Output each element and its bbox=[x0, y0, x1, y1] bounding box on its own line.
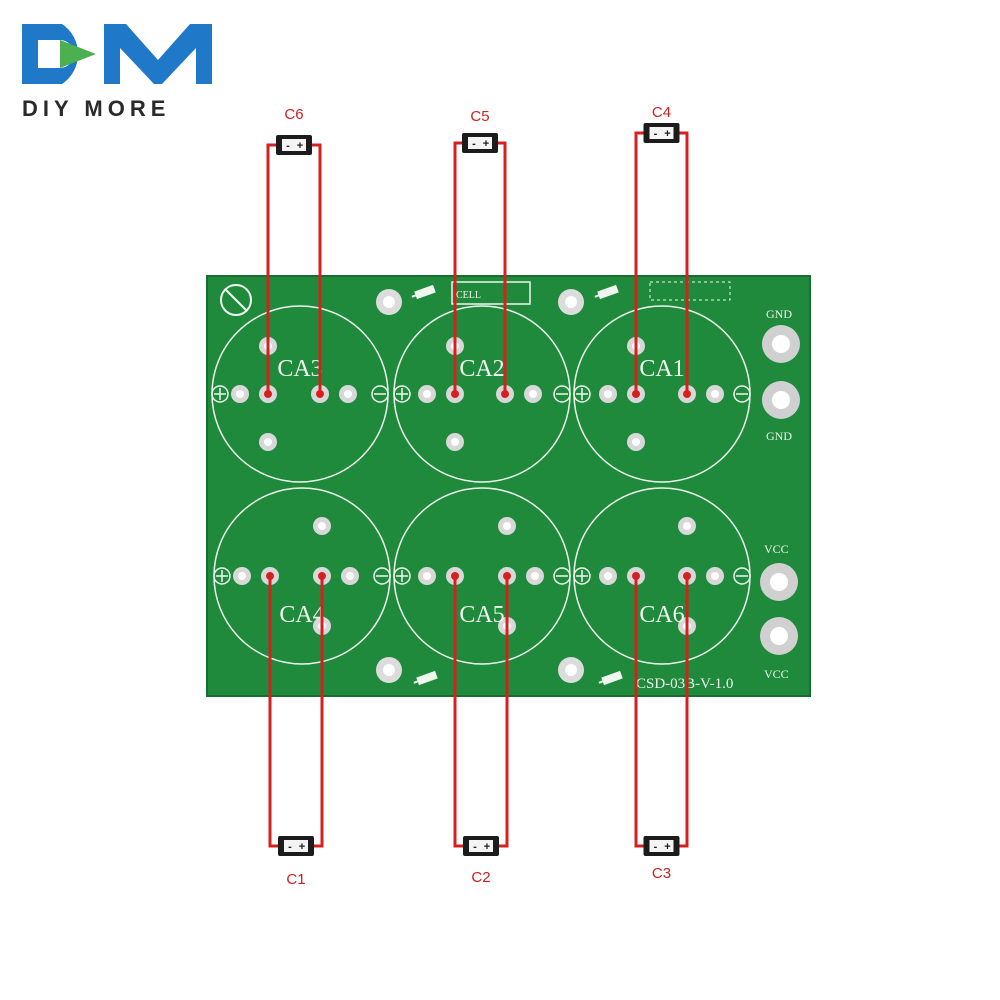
svg-text:+: + bbox=[664, 128, 670, 140]
svg-text:-: - bbox=[288, 841, 292, 853]
terminal-label-vcc-bottom: VCC bbox=[764, 667, 789, 681]
capacitor-label-ca5: CA5 bbox=[459, 602, 504, 628]
screw-icon-1 bbox=[411, 284, 436, 300]
capacitor-label-ca2: CA2 bbox=[459, 356, 504, 382]
terminal-pad-vcc-2 bbox=[760, 617, 798, 655]
capacitor-label-ca4: CA4 bbox=[279, 602, 324, 628]
terminal-pad-gnd-2 bbox=[762, 381, 800, 419]
capacitor-label-ca3: CA3 bbox=[277, 356, 322, 382]
svg-text:+: + bbox=[483, 138, 489, 150]
brand-name: DIY MORE bbox=[22, 96, 170, 121]
mounting-hole-4 bbox=[558, 657, 584, 683]
component-label-c3: C3 bbox=[652, 865, 671, 882]
brand-logo: DIY MORE bbox=[22, 24, 212, 121]
capacitor-label-ca1: CA1 bbox=[639, 356, 684, 382]
component-label-c6: C6 bbox=[284, 106, 303, 123]
svg-text:-: - bbox=[654, 128, 658, 140]
svg-text:+: + bbox=[484, 841, 490, 853]
capacitor-label-ca6: CA6 bbox=[639, 602, 684, 628]
terminal-pad-gnd-1 bbox=[762, 325, 800, 363]
component-label-c1: C1 bbox=[286, 871, 305, 888]
svg-text:-: - bbox=[286, 140, 290, 152]
smd-component-c2: -+ bbox=[463, 836, 499, 856]
mounting-hole-3 bbox=[376, 657, 402, 683]
terminal-label-gnd-bottom: GND bbox=[766, 429, 792, 443]
board-version-text: CSD-03B-V-1.0 bbox=[636, 676, 733, 692]
cell-box-text: CELL bbox=[456, 290, 481, 301]
smd-component-c1: -+ bbox=[278, 836, 314, 856]
svg-text:-: - bbox=[654, 841, 658, 853]
svg-text:-: - bbox=[472, 138, 476, 150]
component-label-c2: C2 bbox=[471, 869, 490, 886]
svg-text:+: + bbox=[299, 841, 305, 853]
mounting-hole-1 bbox=[376, 289, 402, 315]
screw-icon-3 bbox=[413, 670, 438, 686]
smd-component-c3: -+ bbox=[643, 836, 680, 856]
component-label-c4: C4 bbox=[652, 104, 671, 121]
smd-component-c6: -+ bbox=[276, 135, 312, 155]
dm-logo-icon bbox=[22, 24, 212, 84]
screw-icon-2 bbox=[594, 284, 619, 300]
external-components: -+C6-+C5-+C4-+C1-+C2-+C3 bbox=[276, 104, 680, 888]
cell-box-outline bbox=[451, 281, 531, 305]
resistor-footprint-outline bbox=[649, 281, 731, 301]
terminal-label-vcc-top: VCC bbox=[764, 542, 789, 556]
rohs-icon bbox=[220, 284, 252, 316]
terminal-pad-vcc-1 bbox=[760, 563, 798, 601]
mounting-hole-2 bbox=[558, 289, 584, 315]
svg-text:+: + bbox=[297, 140, 303, 152]
svg-text:-: - bbox=[473, 841, 477, 853]
terminal-label-gnd-top: GND bbox=[766, 307, 792, 321]
screw-icon-4 bbox=[598, 670, 623, 686]
capacitor-footprint-ca1: CA1 bbox=[573, 305, 751, 483]
smd-component-c5: -+ bbox=[462, 133, 498, 153]
component-label-c5: C5 bbox=[470, 108, 489, 125]
svg-text:+: + bbox=[664, 841, 670, 853]
capacitor-footprint-ca2: CA2 bbox=[393, 305, 571, 483]
smd-component-c4: -+ bbox=[643, 123, 680, 143]
